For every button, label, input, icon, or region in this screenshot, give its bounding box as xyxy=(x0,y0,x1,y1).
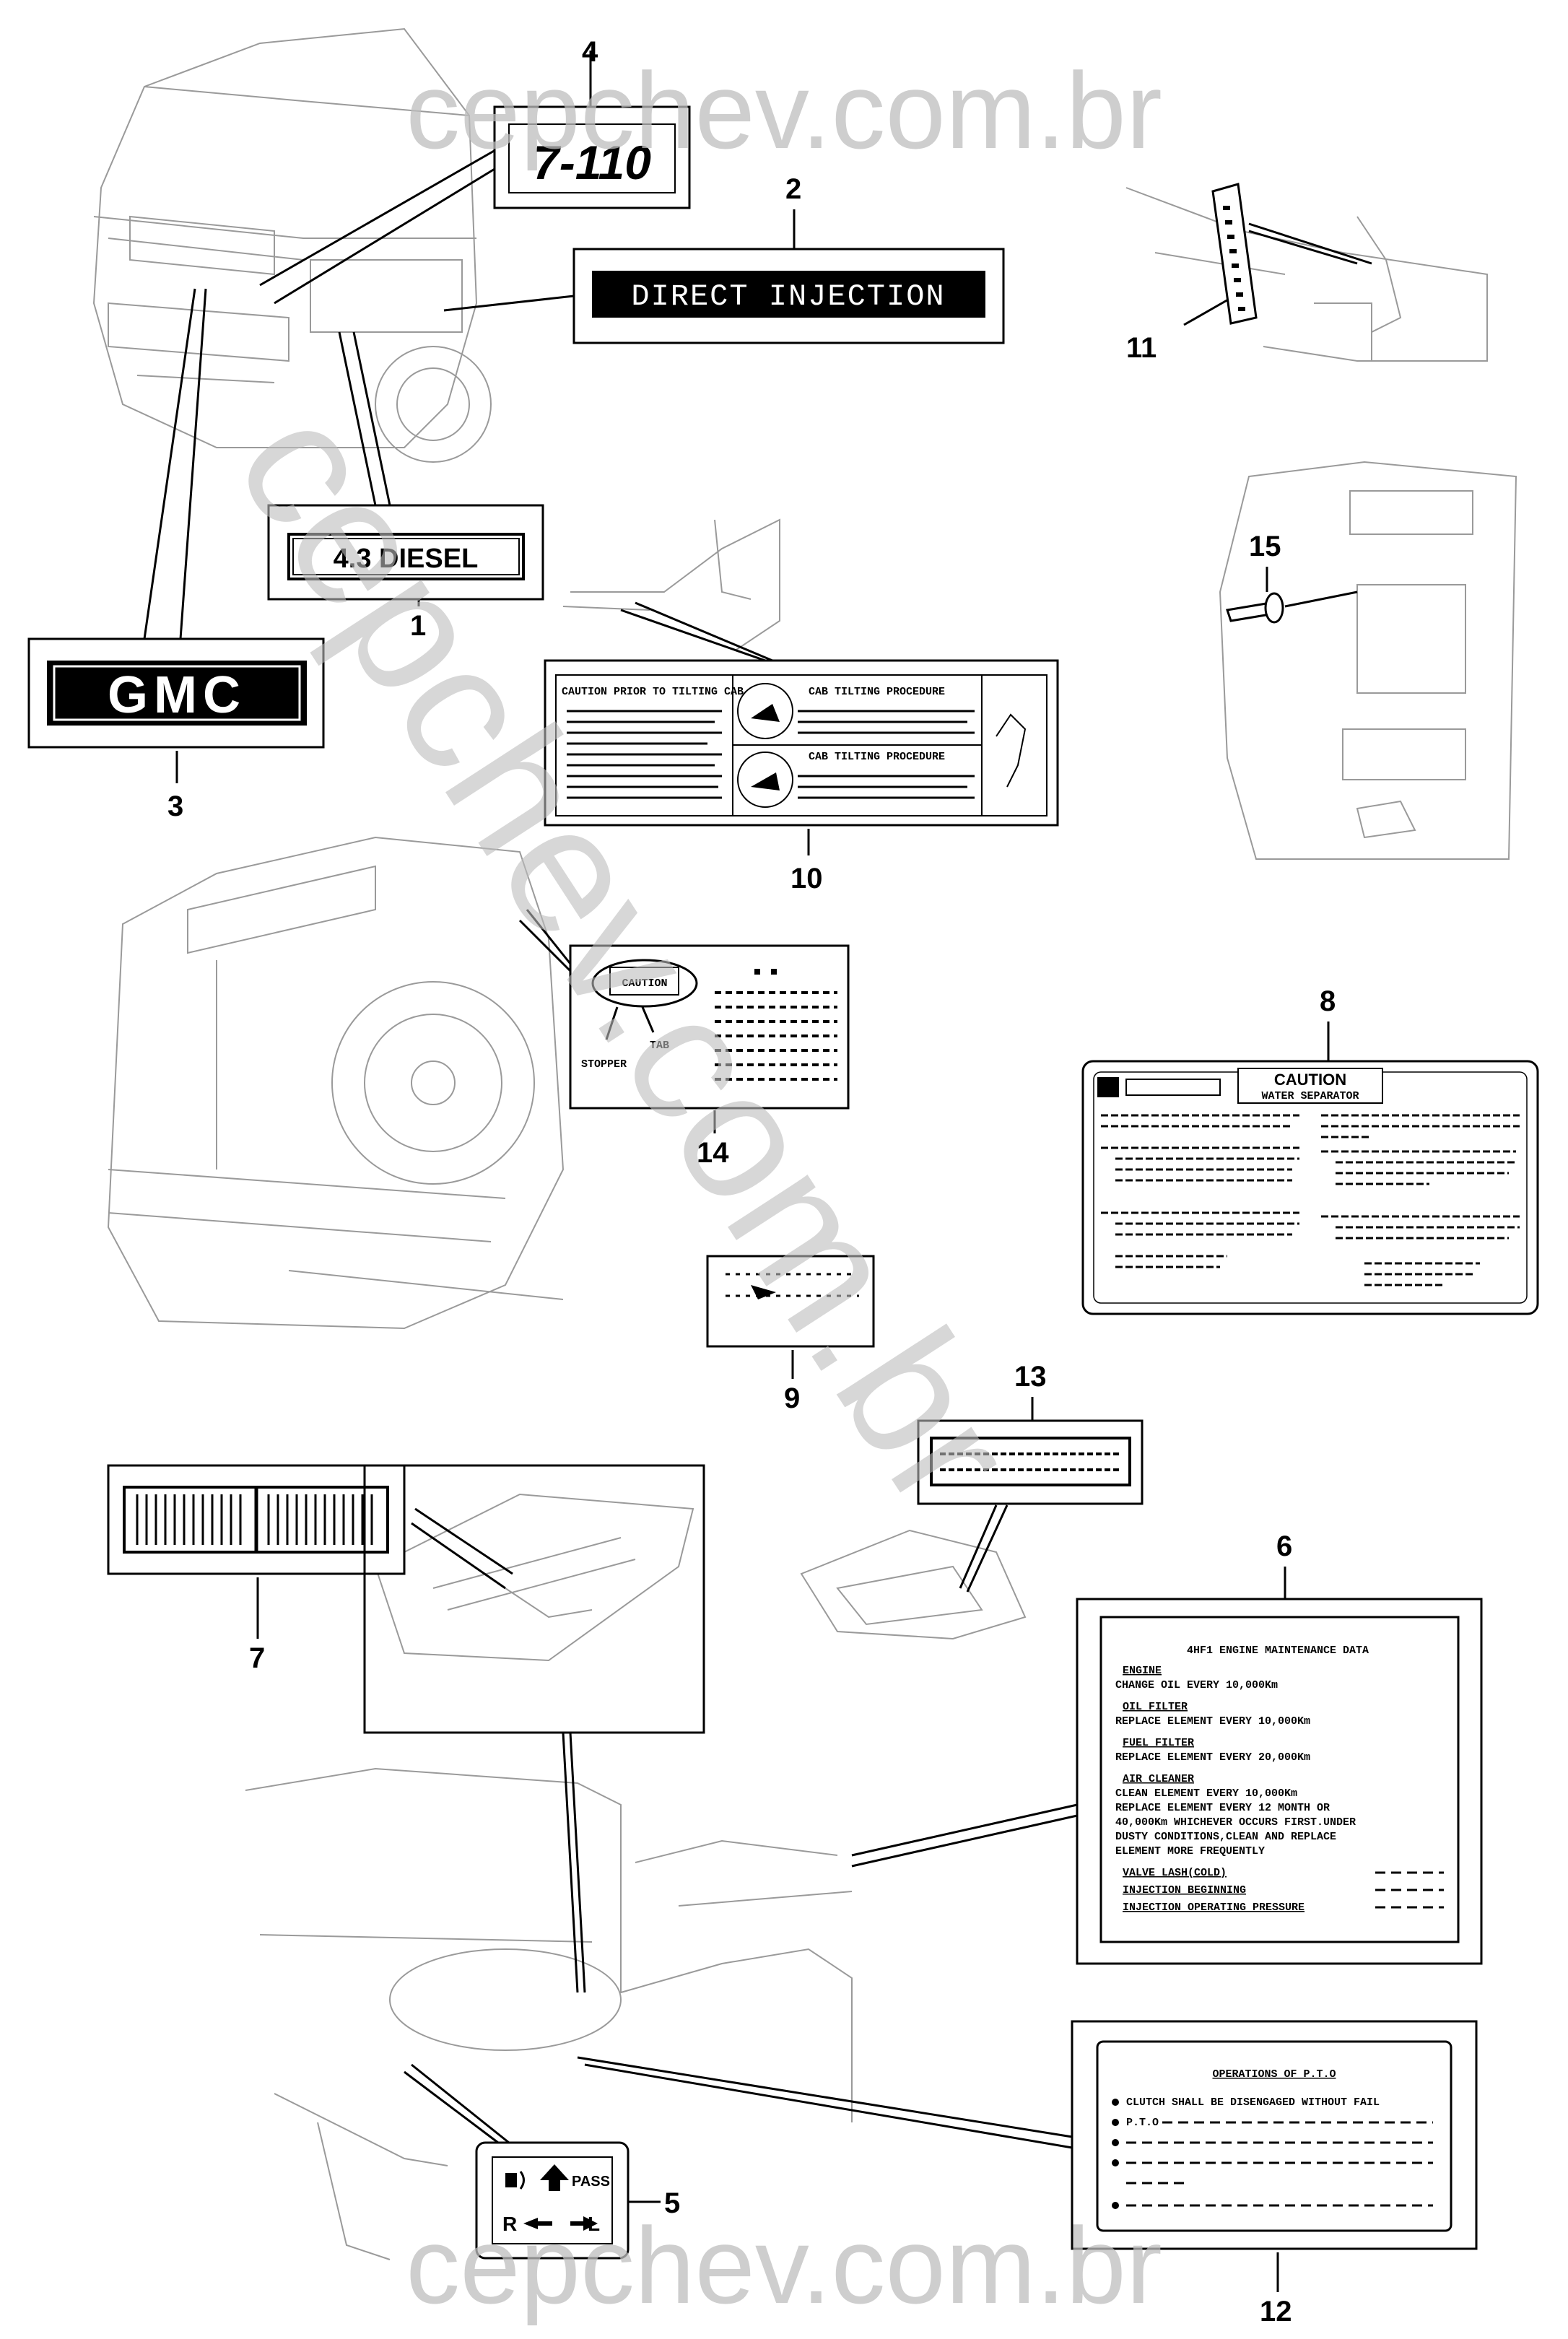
engine-radiator-sketch xyxy=(107,836,565,1330)
callout-6: 6 xyxy=(1276,1530,1292,1562)
light-switch-pass: PASS xyxy=(572,2174,610,2190)
hinge-sketch xyxy=(1125,187,1488,362)
callout-13: 13 xyxy=(1014,1361,1047,1393)
label-radiator-cap: CAUTION STOPPER TAB xyxy=(569,944,850,1110)
cab-tilting-procedure-2: CAB TILTING PROCEDURE xyxy=(809,751,945,763)
callout-14: 14 xyxy=(697,1137,729,1169)
maintenance-line-1: CHANGE OIL EVERY 10,000Km xyxy=(1115,1679,1278,1691)
light-switch-r: R xyxy=(502,2213,517,2235)
cab-tilting-caution-header: CAUTION PRIOR TO TILTING CAB xyxy=(562,686,744,698)
maintenance-line-8: REPLACE ELEMENT EVERY 12 MONTH OR xyxy=(1115,1802,1330,1814)
maintenance-line-0: ENGINE xyxy=(1123,1665,1162,1677)
watermark-bottom: cepchev.com.br xyxy=(406,2205,1162,2326)
label-engine-maintenance: 4HF1 ENGINE MAINTENANCE DATA ENGINE CHAN… xyxy=(1076,1598,1483,1965)
label-vent-grille xyxy=(107,1464,406,1575)
callout-4: 4 xyxy=(582,36,598,68)
maintenance-spec-2: INJECTION OPERATING PRESSURE xyxy=(1123,1902,1305,1914)
label-direct-injection: DIRECT INJECTION xyxy=(572,248,1005,344)
maintenance-line-5: REPLACE ELEMENT EVERY 20,000Km xyxy=(1115,1751,1310,1764)
label-11-strip xyxy=(1211,183,1258,325)
leader-lines xyxy=(143,51,1372,2292)
label-9 xyxy=(706,1255,875,1348)
label-water-separator-caution: CAUTION WATER SEPARATOR xyxy=(1081,1060,1539,1315)
label-4-3-diesel-text: 4.3 DIESEL xyxy=(334,544,479,574)
water-separator-subtitle: WATER SEPARATOR xyxy=(1261,1090,1359,1102)
maintenance-line-7: CLEAN ELEMENT EVERY 10,000Km xyxy=(1115,1787,1297,1800)
maintenance-line-10: DUSTY CONDITIONS,CLEAN AND REPLACE xyxy=(1115,1831,1336,1843)
callout-7: 7 xyxy=(249,1642,265,1674)
water-separator-caution-title: CAUTION xyxy=(1274,1071,1346,1089)
watermark-diagonal: cepchev.com.br xyxy=(199,373,1055,1540)
maintenance-title: 4HF1 ENGINE MAINTENANCE DATA xyxy=(1187,1645,1369,1657)
label-7-110: 7-110 xyxy=(493,105,691,209)
callout-5: 5 xyxy=(664,2187,680,2219)
label-direct-injection-text: DIRECT INJECTION xyxy=(631,279,945,314)
callout-1: 1 xyxy=(410,610,426,642)
maintenance-spec-1: INJECTION BEGINNING xyxy=(1123,1884,1246,1896)
rivet-15 xyxy=(1226,592,1284,624)
label-13 xyxy=(917,1419,1144,1505)
maintenance-line-11: ELEMENT MORE FREQUENTLY xyxy=(1115,1845,1265,1857)
label-7-110-text: 7-110 xyxy=(533,136,651,189)
pto-line-2: P.T.O xyxy=(1126,2117,1159,2129)
watermark-top: cepchev.com.br xyxy=(406,50,1162,171)
pto-line-1: CLUTCH SHALL BE DISENGAGED WITHOUT FAIL xyxy=(1126,2096,1380,2109)
maintenance-line-3: REPLACE ELEMENT EVERY 10,000Km xyxy=(1115,1715,1310,1728)
maintenance-line-9: 40,000Km WHICHEVER OCCURS FIRST.UNDER xyxy=(1115,1816,1356,1829)
maintenance-line-2: OIL FILTER xyxy=(1123,1701,1188,1713)
callout-15: 15 xyxy=(1249,531,1281,562)
light-switch-l: L xyxy=(588,2213,600,2235)
label-gmc: GMC xyxy=(27,637,325,749)
label-light-switch: PASS R L xyxy=(475,2141,630,2260)
watermarks: cepchev.com.br cepchev.com.br cepchev.co… xyxy=(199,50,1162,2326)
frame-plate-sketch xyxy=(1219,461,1517,860)
callout-11: 11 xyxy=(1126,332,1157,364)
label-gmc-text: GMC xyxy=(108,666,246,724)
radiator-cap-caution-text: CAUTION xyxy=(622,977,667,990)
callout-8: 8 xyxy=(1320,985,1336,1017)
maintenance-line-4: FUEL FILTER xyxy=(1123,1737,1194,1749)
label-pto-operations: OPERATIONS OF P.T.O CLUTCH SHALL BE DISE… xyxy=(1071,2020,1478,2250)
dash-vent-sketch xyxy=(374,1493,694,1662)
callout-3: 3 xyxy=(167,790,183,822)
truck-cab-sketch xyxy=(92,27,492,463)
callout-numbers: 4 2 11 15 1 3 10 8 14 9 13 6 7 5 12 xyxy=(167,36,1336,2327)
maintenance-spec-0: VALVE LASH(COLD) xyxy=(1123,1867,1227,1879)
callout-9: 9 xyxy=(784,1382,800,1414)
label-4-3-diesel: 4.3 DIESEL xyxy=(267,504,544,601)
cab-interior-sketch xyxy=(245,1767,853,2260)
cab-tilting-procedure-1: CAB TILTING PROCEDURE xyxy=(809,686,945,698)
radiator-cap-stopper: STOPPER xyxy=(581,1058,627,1071)
label-cab-tilting: CAUTION PRIOR TO TILTING CAB CAB TILTING… xyxy=(544,659,1059,827)
radiator-cap-tab: TAB xyxy=(650,1040,669,1052)
callout-12: 12 xyxy=(1260,2296,1292,2327)
cab-tilt-sketch xyxy=(562,518,780,650)
callout-10: 10 xyxy=(790,863,823,894)
pto-title: OPERATIONS OF P.T.O xyxy=(1212,2068,1336,2081)
maintenance-line-6: AIR CLEANER xyxy=(1123,1773,1194,1785)
callout-2: 2 xyxy=(785,173,801,205)
roof-console-sketch xyxy=(800,1529,1027,1640)
dash-inset-frame xyxy=(363,1464,705,1734)
